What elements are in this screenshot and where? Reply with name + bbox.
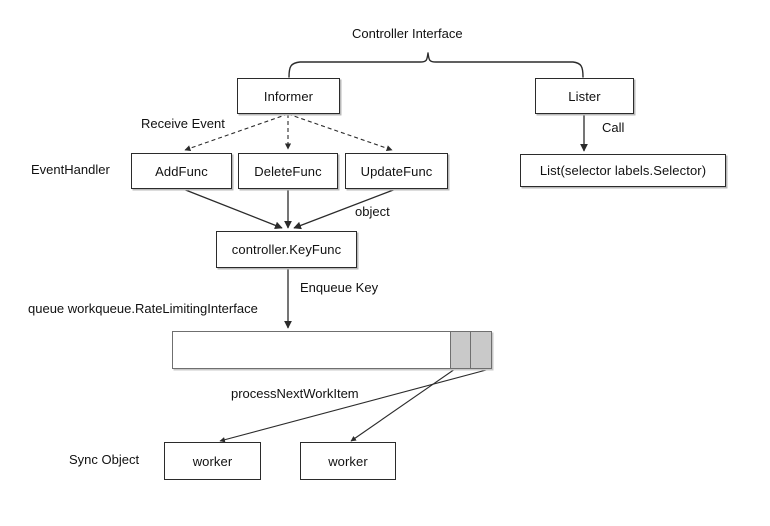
work-queue-bar[interactable]: [172, 331, 492, 369]
controller-interface-brace: [288, 52, 584, 78]
queue-empty-region: [173, 332, 450, 368]
node-add-func[interactable]: AddFunc: [131, 153, 232, 189]
queue-item-cell[interactable]: [450, 332, 470, 368]
queue-type-label: queue workqueue.RateLimitingInterface: [28, 301, 258, 316]
queue-item-cell[interactable]: [470, 332, 491, 368]
node-delete-func[interactable]: DeleteFunc: [238, 153, 338, 189]
node-worker-2[interactable]: worker: [300, 442, 396, 480]
node-informer[interactable]: Informer: [237, 78, 340, 114]
node-update-func[interactable]: UpdateFunc: [345, 153, 448, 189]
queue-to-workers-edges: [219, 368, 491, 443]
event-handler-label: EventHandler: [31, 162, 110, 177]
process-next-work-item-label: processNextWorkItem: [231, 386, 359, 401]
controller-interface-label: Controller Interface: [352, 26, 463, 41]
node-lister[interactable]: Lister: [535, 78, 634, 114]
receive-event-label: Receive Event: [141, 116, 225, 131]
node-worker-1[interactable]: worker: [164, 442, 261, 480]
node-list-selector[interactable]: List(selector labels.Selector): [520, 154, 726, 187]
sync-object-label: Sync Object: [69, 452, 140, 467]
enqueue-key-label: Enqueue Key: [300, 280, 379, 295]
node-controller-keyfunc[interactable]: controller.KeyFunc: [216, 231, 357, 268]
object-label: object: [355, 204, 390, 219]
call-label: Call: [602, 120, 625, 135]
